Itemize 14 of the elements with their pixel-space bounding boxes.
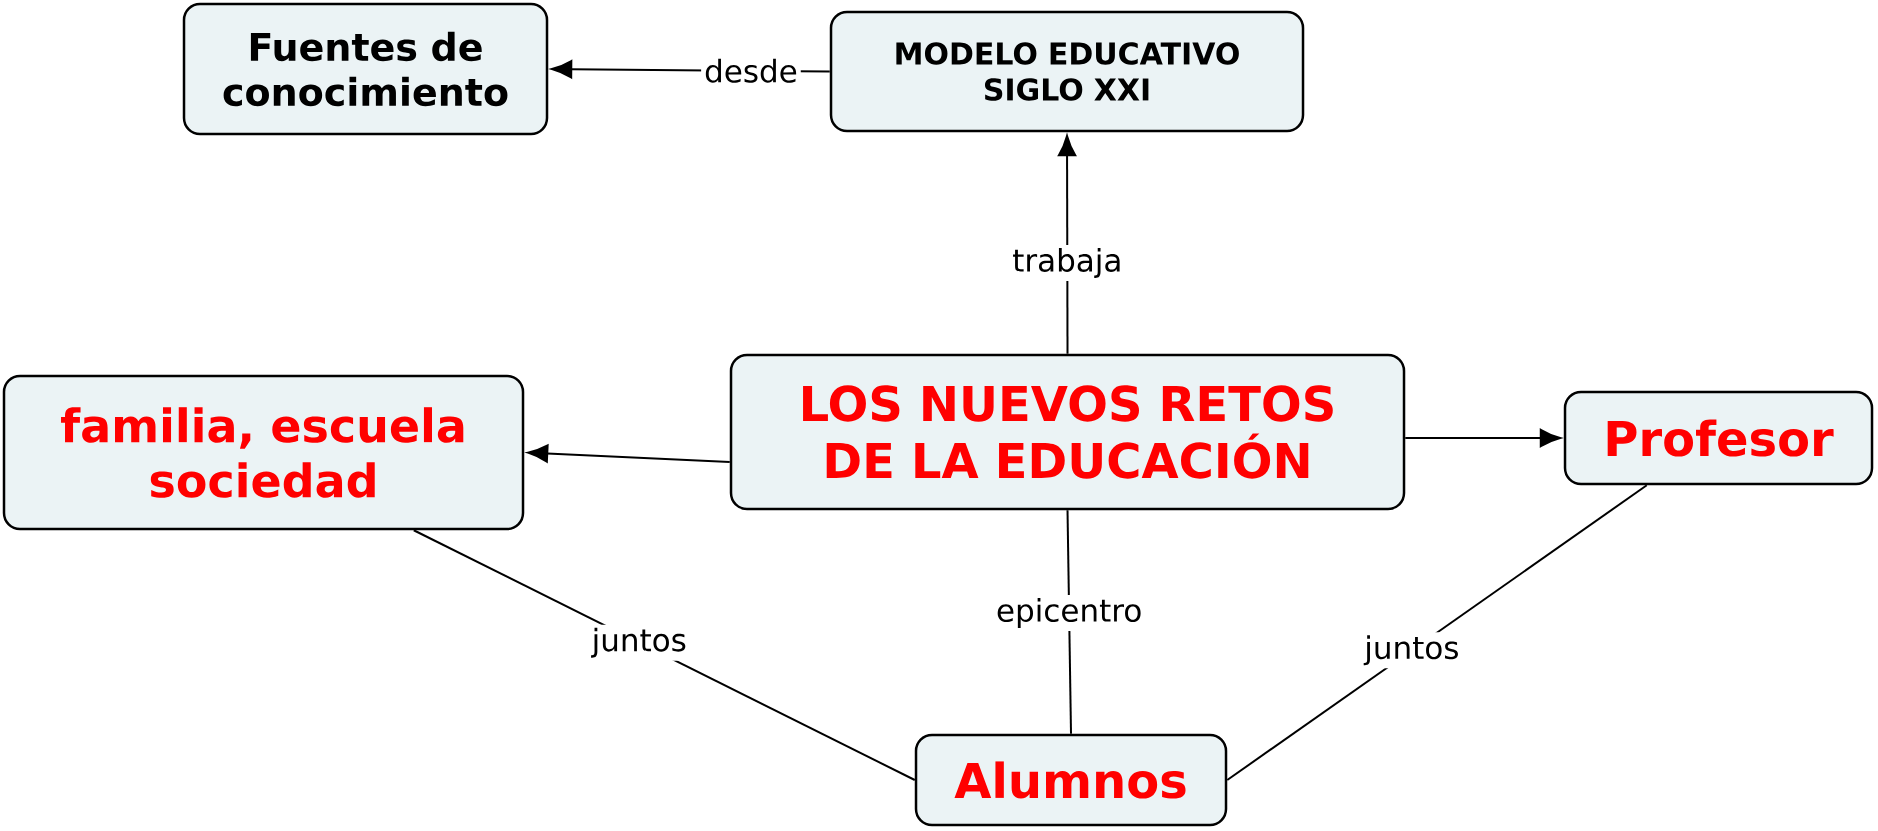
connector bbox=[1226, 484, 1648, 781]
concept-box: Alumnos bbox=[914, 733, 1228, 827]
edge-label: juntos bbox=[588, 624, 690, 661]
concept-box: familia, escuela sociedad bbox=[2, 374, 525, 531]
concept-box: Fuentes de conocimiento bbox=[182, 2, 549, 136]
concept-box: LOS NUEVOS RETOS DE LA EDUCACIÓN bbox=[729, 353, 1406, 511]
concept-box: Profesor bbox=[1563, 390, 1874, 486]
concept-box: MODELO EDUCATIVO SIGLO XXI bbox=[829, 10, 1305, 133]
edge-label: trabaja bbox=[1009, 244, 1126, 281]
connector bbox=[1404, 428, 1562, 448]
edge-label: epicentro bbox=[992, 595, 1146, 632]
edge-label: desde bbox=[701, 55, 801, 86]
edge-label: juntos bbox=[1361, 632, 1463, 669]
connector bbox=[1057, 135, 1077, 355]
